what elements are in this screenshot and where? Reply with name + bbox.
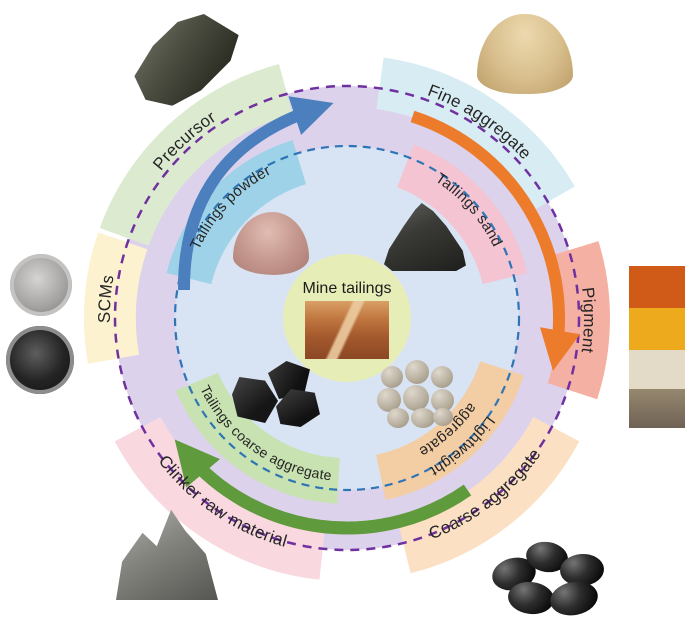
tailings-sand-arc-band — [396, 144, 528, 285]
inner-dashed-border — [173, 144, 521, 492]
clinker-arc-band — [114, 416, 326, 580]
pellet-shape — [431, 389, 454, 412]
mine-tailings-label: Mine tailings — [302, 280, 392, 297]
pigment-label: Pigment — [578, 286, 599, 354]
pellet-shape — [387, 408, 409, 428]
precursor-arc-band — [99, 63, 293, 247]
lightweight-aggregate-photo — [377, 358, 459, 428]
lightweight-arc-band — [375, 360, 524, 500]
rock-shape — [232, 377, 278, 423]
pellet-shape — [381, 366, 403, 388]
black-powder-jar — [6, 326, 74, 394]
tailings-coarse-arc-band — [175, 372, 341, 504]
pebble-shape — [547, 577, 601, 620]
green-cycle-arrow — [174, 439, 472, 535]
outer-dashed-border — [113, 84, 581, 552]
pebble-shape — [506, 579, 556, 617]
coarse-aggregate-photo — [488, 538, 606, 620]
tailings-coarse-aggregate-photo — [232, 357, 320, 429]
scms-photo — [2, 254, 78, 396]
blue-cycle-arrow — [177, 96, 334, 291]
pigment-arc-band — [547, 241, 610, 400]
coarse-aggregate-arc-band — [397, 416, 580, 574]
pellet-shape — [405, 360, 429, 384]
mine-tailings-photo — [305, 301, 389, 359]
pellet-shape — [431, 366, 453, 388]
scms-arc-band — [83, 232, 148, 364]
fine-aggregate-arc-band — [375, 57, 575, 213]
pellet-shape — [411, 408, 435, 428]
tailings-powder-photo — [233, 212, 309, 275]
grey-powder-jar — [10, 254, 72, 316]
pellet-shape — [403, 385, 429, 411]
tailings-powder-arc-band — [166, 140, 307, 285]
pigment-photo — [629, 266, 685, 428]
orange-cycle-arrow — [410, 110, 581, 371]
scms-label: SCMs — [95, 273, 118, 323]
pellet-shape — [433, 408, 453, 426]
